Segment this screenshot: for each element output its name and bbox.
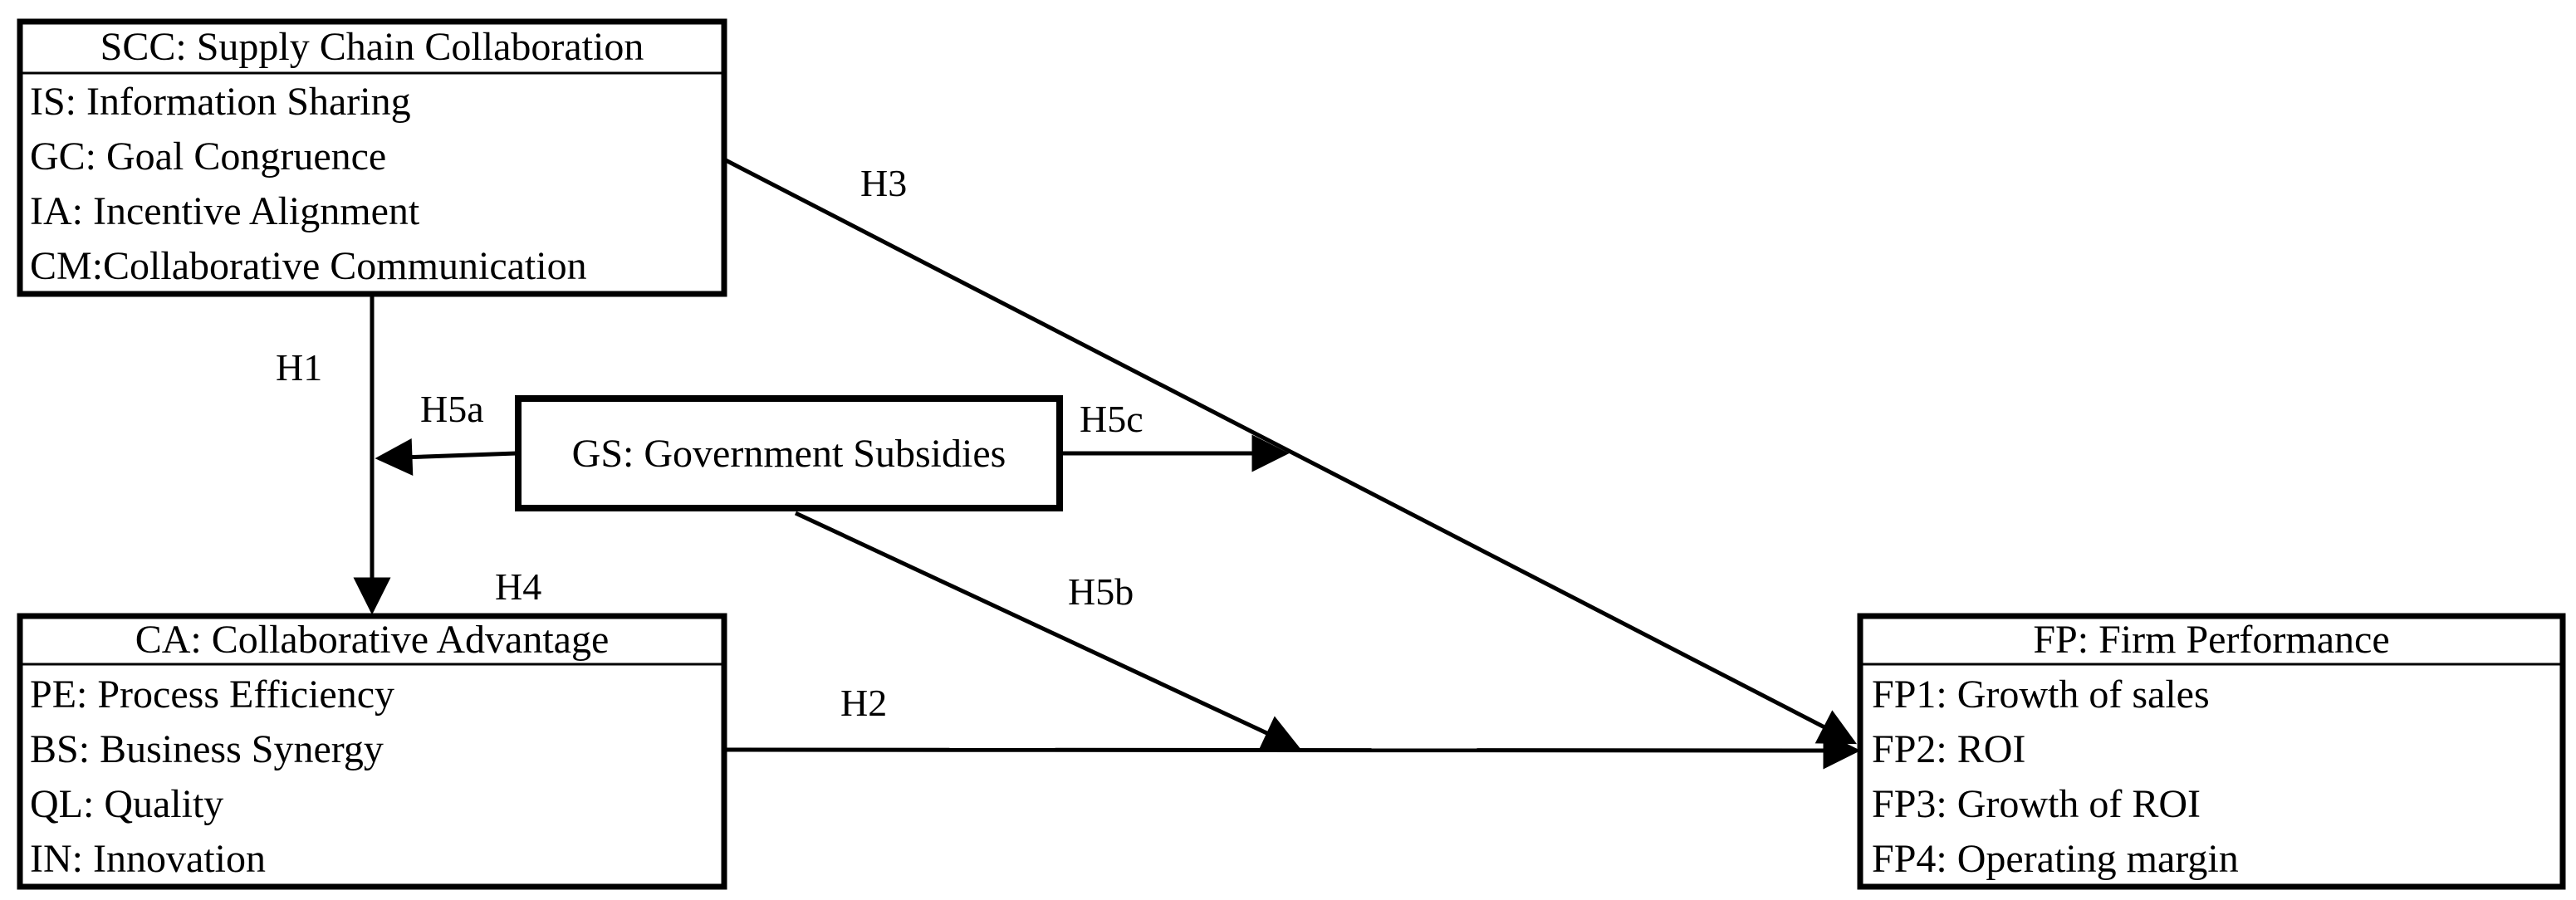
label-h1: H1 bbox=[276, 346, 322, 389]
ca-box bbox=[17, 613, 727, 890]
ca-item: QL: Quality bbox=[30, 782, 223, 826]
gs-title: GS: Government Subsidies bbox=[572, 432, 1006, 476]
fp-item: FP2: ROI bbox=[1872, 727, 2025, 771]
scc-item: IA: Incentive Alignment bbox=[30, 189, 420, 233]
edge-labels: H1 H2 H3 H4 H5a H5b H5c bbox=[276, 162, 1144, 724]
ca-item: PE: Process Efficiency bbox=[30, 673, 394, 717]
node-ca: CA: Collaborative Advantage PE: Process … bbox=[17, 613, 727, 890]
label-h5c: H5c bbox=[1080, 398, 1144, 440]
node-fp: FP: Firm Performance FP1: Growth of sale… bbox=[1857, 613, 2566, 890]
fp-item: FP4: Operating margin bbox=[1872, 837, 2239, 881]
node-scc: SCC: Supply Chain Collaboration IS: Info… bbox=[17, 18, 727, 297]
scc-item: CM:Collaborative Communication bbox=[30, 244, 587, 288]
edge-h5b bbox=[794, 511, 1301, 751]
edge-h3 bbox=[722, 157, 1857, 745]
ca-item: IN: Innovation bbox=[30, 837, 266, 881]
scc-item: GC: Goal Congruence bbox=[30, 135, 386, 179]
edge-h5a bbox=[375, 438, 517, 477]
label-h4: H4 bbox=[495, 565, 541, 608]
scc-box bbox=[17, 18, 727, 297]
gs-box bbox=[515, 395, 1063, 511]
scc-title: SCC: Supply Chain Collaboration bbox=[100, 25, 644, 69]
node-gs: GS: Government Subsidies bbox=[515, 395, 1063, 511]
ca-item: BS: Business Synergy bbox=[30, 727, 384, 771]
label-h2: H2 bbox=[840, 682, 887, 724]
fp-title: FP: Firm Performance bbox=[2033, 618, 2389, 662]
fp-item: FP1: Growth of sales bbox=[1872, 673, 2210, 717]
ca-title: CA: Collaborative Advantage bbox=[135, 618, 610, 662]
label-h5b: H5b bbox=[1068, 570, 1134, 613]
fp-box bbox=[1857, 613, 2566, 890]
edges bbox=[353, 157, 1861, 770]
label-h5a: H5a bbox=[420, 388, 484, 430]
label-h3: H3 bbox=[860, 162, 907, 204]
scc-item: IS: Information Sharing bbox=[30, 80, 411, 124]
fp-item: FP3: Growth of ROI bbox=[1872, 782, 2201, 826]
edge-h2 bbox=[725, 731, 1861, 770]
